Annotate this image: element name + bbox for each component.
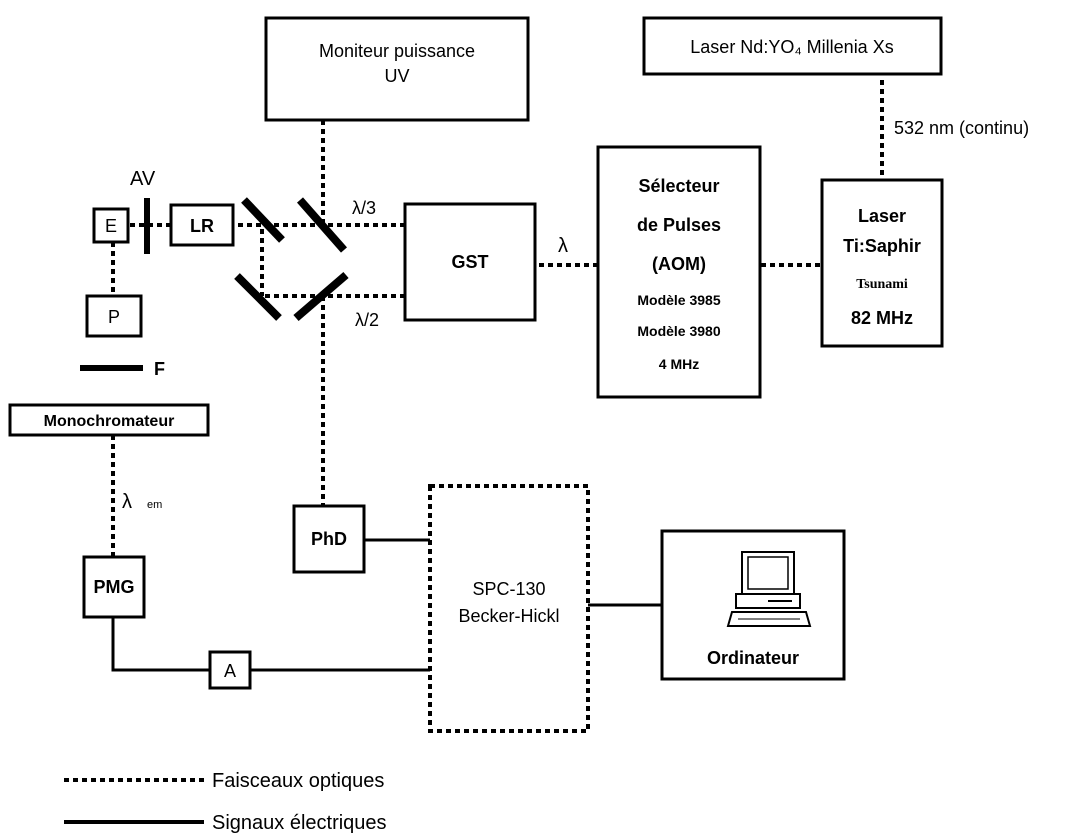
a-label: A (224, 661, 236, 681)
e-box: E (92, 207, 130, 244)
lambda2-label: λ/2 (355, 310, 379, 330)
monochromateur-label: Monochromateur (44, 413, 175, 430)
spc-box: SPC-130 Becker-Hickl (428, 484, 590, 733)
laser-ti-line1: Laser (858, 206, 906, 226)
moniteur-label-line1: Moniteur puissance (319, 41, 475, 61)
mirror-bottom-right (293, 271, 349, 322)
selecteur-line5: Modèle 3980 (637, 323, 720, 339)
selecteur-line2: de Pulses (637, 215, 721, 235)
computer-icon (726, 551, 812, 627)
pmg-label: PMG (93, 577, 134, 597)
mirror-top-right (296, 197, 348, 253)
electrical-paths (80, 365, 662, 672)
mirror-top-left (241, 197, 285, 243)
lambda3-label: λ/3 (352, 198, 376, 218)
ordinateur-label: Ordinateur (707, 648, 799, 668)
e-label: E (105, 216, 117, 236)
lr-label: LR (190, 216, 214, 236)
legend-optical-label: Faisceaux optiques (212, 770, 384, 792)
a-box: A (208, 650, 252, 690)
wire-pmg-to-a (111, 617, 210, 672)
mirrors (144, 197, 349, 322)
laser-nd-label: Laser Nd:YO₄ Millenia Xs (690, 37, 893, 57)
lambda-em-label: λ (122, 491, 132, 513)
laser-ti-box: Laser Ti:Saphir Tsunami 82 MHz (820, 178, 944, 348)
phd-box: PhD (292, 504, 366, 574)
laser-ti-line3: Tsunami (856, 277, 908, 292)
moniteur-box: Moniteur puissance UV (264, 16, 530, 122)
lambda-label: λ (558, 235, 568, 257)
selecteur-box: Sélecteur de Pulses (AOM) Modèle 3985 Mo… (596, 145, 762, 399)
monochromateur-box: Monochromateur (8, 403, 210, 437)
p-label: P (108, 307, 120, 327)
selecteur-line1: Sélecteur (638, 176, 719, 196)
filter-f-label: F (154, 359, 165, 379)
selecteur-line3: (AOM) (652, 254, 706, 274)
laser-ti-line4: 82 MHz (851, 308, 913, 328)
spc-line1: SPC-130 (472, 579, 545, 599)
legend: Faisceaux optiques Signaux électriques (64, 770, 387, 834)
laser-nd-box: Laser Nd:YO₄ Millenia Xs (642, 16, 943, 76)
spc-line2: Becker-Hickl (458, 606, 559, 626)
laser-ti-line2: Ti:Saphir (843, 236, 921, 256)
selecteur-line4: Modèle 3985 (637, 292, 720, 308)
lambda-em-subscript: em (147, 499, 162, 511)
av-label: AV (130, 168, 156, 190)
legend-electrical-label: Signaux électriques (212, 812, 387, 834)
gst-box: GST (403, 202, 537, 322)
lr-box: LR (169, 203, 235, 247)
gst-label: GST (451, 252, 488, 272)
pmg-box: PMG (82, 555, 146, 619)
selecteur-line6: 4 MHz (659, 356, 699, 372)
phd-label: PhD (311, 529, 347, 549)
p-box: P (85, 294, 143, 338)
moniteur-label-line2: UV (384, 66, 409, 86)
wavelength-532-label: 532 nm (continu) (894, 118, 1029, 138)
mirror-bottom-left (234, 273, 282, 321)
